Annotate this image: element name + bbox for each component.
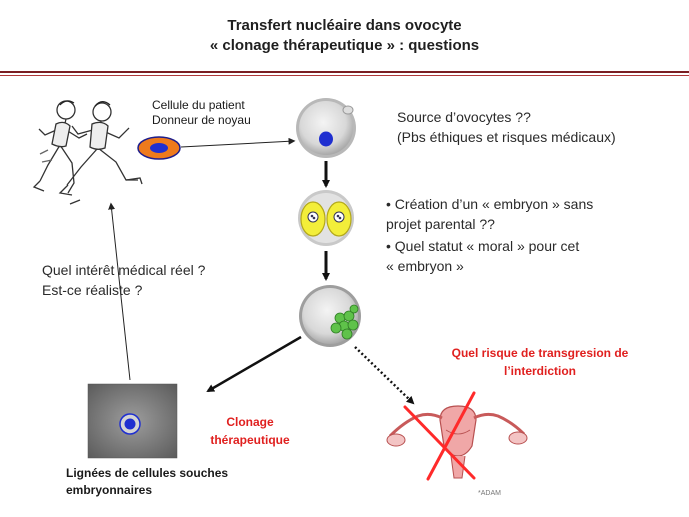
arrow-blastocyst-to-uterus (354, 346, 415, 405)
embryo-creation-question: • Création d’un « embryon » sans (386, 196, 594, 212)
patient-cell-label: Cellule du patient (152, 98, 245, 112)
arrow-stemcells-to-patient (108, 202, 131, 381)
clonage-label-line1: Clonage (226, 415, 274, 429)
stem-cells-label-line1: Lignées de cellules souches (66, 466, 229, 480)
transgression-risk-line1: Quel risque de transgresion de (451, 346, 629, 360)
embryo-word: « embryon » (386, 258, 464, 274)
stem-cells-label-line2: embryonnaires (66, 483, 153, 497)
oocyte-cell (296, 98, 356, 158)
nucleus-donor-label: Donneur de noyau (152, 113, 251, 127)
moral-status-question: • Quel statut « moral » pour cet (386, 238, 580, 254)
blastocyst (299, 285, 361, 347)
page-title-line1: Transfert nucléaire dans ovocyte (227, 17, 462, 34)
title-divider-thin (0, 75, 689, 76)
runners-illustration (32, 100, 143, 205)
parental-project-question: projet parental ?? (386, 216, 495, 232)
realism-question: Est-ce réaliste ? (42, 282, 143, 298)
donor-cell (137, 136, 181, 160)
oocyte-ethics-note: (Pbs éthiques et risques médicaux) (397, 129, 616, 145)
arrow-donor-to-oocyte (180, 137, 296, 148)
transgression-risk-line2: l’interdiction (504, 364, 576, 378)
two-cell-embryo (298, 190, 354, 246)
uterus-illustration (386, 405, 528, 479)
oocyte-source-question: Source d’ovocytes ?? (397, 109, 531, 125)
medical-interest-question: Quel intérêt médical réel ? (42, 262, 206, 278)
page-title-line2: « clonage thérapeutique » : questions (209, 37, 480, 54)
adam-watermark: *ADAM (478, 490, 501, 497)
red-cross-icon (403, 391, 476, 481)
clonage-label-line2: thérapeutique (210, 433, 290, 447)
arrow-blastocyst-to-stemcells (206, 335, 302, 393)
stem-cell-culture-photo (87, 383, 178, 459)
title-divider (0, 71, 689, 73)
